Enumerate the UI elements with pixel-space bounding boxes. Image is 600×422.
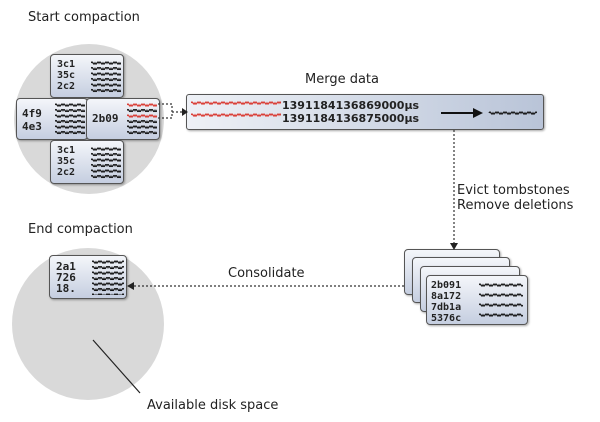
data-waves-icon	[91, 61, 121, 93]
wave-line	[91, 152, 121, 157]
red-waves-icon	[191, 101, 281, 117]
wave-line	[91, 163, 121, 168]
wave-line	[91, 83, 121, 87]
wave-line	[92, 293, 124, 295]
wave-line	[92, 276, 124, 281]
evict-label: Evict tombstones Remove deletions	[457, 183, 573, 213]
wave-line	[191, 101, 281, 105]
wave-line	[91, 88, 121, 93]
timestamp-2: 1391184136875000µs	[282, 112, 420, 125]
arrow-merged-wave-icon	[441, 108, 537, 118]
wave-line	[91, 147, 121, 151]
wave-line	[55, 125, 85, 129]
wave-line	[91, 169, 121, 173]
wave-line	[127, 130, 157, 135]
wave-line	[55, 114, 85, 118]
wave-line	[91, 72, 121, 76]
sstable-right-key: 2b09	[92, 112, 119, 125]
wave-line	[127, 103, 157, 107]
wave-line	[91, 174, 121, 179]
wave-line	[479, 293, 523, 297]
sstable-right: 2b09	[86, 98, 160, 140]
wave-line	[479, 303, 523, 307]
data-waves-icon	[91, 147, 121, 179]
wave-line	[479, 313, 523, 317]
data-waves-icon	[55, 103, 85, 135]
wave-line	[92, 265, 124, 270]
available-disk-space-label: Available disk space	[147, 398, 279, 413]
wave-line	[55, 103, 85, 107]
wave-line	[127, 108, 157, 113]
remove-deletions-label: Remove deletions	[457, 198, 574, 213]
wave-line	[92, 282, 124, 286]
data-waves-icon	[92, 260, 124, 295]
start-compaction-label: Start compaction	[28, 10, 140, 25]
wave-line	[55, 130, 85, 135]
wave-line	[92, 271, 124, 275]
wave-line	[127, 114, 157, 118]
wave-line	[91, 77, 121, 82]
wave-line	[479, 283, 523, 287]
end-compaction-label: End compaction	[28, 222, 133, 237]
data-waves-icon	[127, 103, 157, 135]
wave-line	[191, 113, 281, 117]
wave-line	[91, 158, 121, 162]
wave-line	[127, 119, 157, 124]
wave-line	[488, 111, 537, 115]
wave-line	[127, 125, 157, 129]
wave-line	[91, 66, 121, 71]
timestamp-1: 1391184136869000µs	[282, 99, 420, 112]
wave-line	[92, 287, 124, 292]
merge-data-box: 1391184136869000µs 1391184136875000µs	[186, 94, 544, 130]
evict-tombstones-label: Evict tombstones	[457, 183, 570, 198]
merge-data-label: Merge data	[305, 72, 379, 87]
wave-line	[55, 119, 85, 124]
consolidate-label: Consolidate	[228, 266, 305, 281]
merge-timestamps: 1391184136869000µs 1391184136875000µs	[282, 99, 419, 125]
wave-line	[92, 260, 124, 264]
data-waves-icon	[479, 283, 523, 317]
wave-line	[91, 61, 121, 65]
wave-line	[55, 108, 85, 113]
